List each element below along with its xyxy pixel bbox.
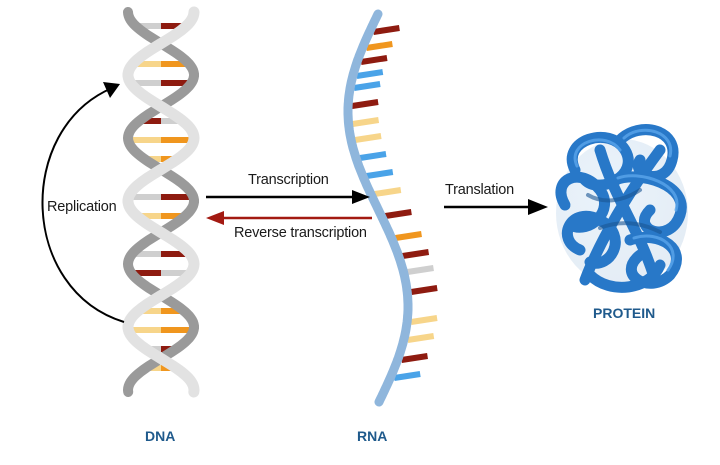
transcription-arrowhead [352,190,370,204]
dna-base [133,80,161,86]
dna-base [131,194,161,200]
dna-base [161,80,189,86]
replication-arrowhead [103,82,120,98]
dna-base [135,251,161,257]
rna-base [407,333,435,343]
dna-base [138,23,161,29]
rna-base [401,353,428,363]
dna-backbone-back [122,7,199,397]
dna-double-helix [122,6,200,398]
rna-base [360,55,388,65]
rna-base [352,117,380,127]
protein-label: PROTEIN [593,305,656,321]
rna-strand [343,9,438,407]
replication-label: Replication [47,199,117,215]
reverse-transcription-arrowhead [206,211,224,225]
rna-base [374,187,402,197]
protein-shading [586,188,662,234]
rna-base [372,25,400,35]
rna-base [365,41,393,51]
reverse-transcription-label: Reverse transcription [234,225,367,241]
dna-base [161,23,184,29]
rna-base [359,151,387,161]
dna-base [161,118,180,124]
dna-base [139,213,161,219]
rna-backbone [343,9,413,407]
rna-base [353,81,381,91]
dna-base [161,270,188,276]
dna-base [161,308,182,314]
rna-base [395,231,422,241]
transcription-label: Transcription [248,172,329,188]
dna-base [131,137,161,143]
rna-base [354,133,382,143]
rna-label: RNA [357,428,388,444]
rna-base [407,265,434,275]
dna-base [135,61,161,67]
rna-base [402,249,430,259]
dna-base [140,308,161,314]
dna-base [161,137,191,143]
dna-base [161,61,187,67]
rna-base [351,99,379,109]
dna-base [142,118,161,124]
dna-backbone-front [122,6,200,398]
rna-base [384,209,412,219]
rna-base [356,69,384,79]
dna-label: DNA [145,428,176,444]
translation-arrowhead [528,199,548,215]
dna-base [161,327,191,333]
rna-base [410,315,438,325]
rna-base [410,285,438,295]
dna-base [131,327,161,333]
replication-arrow [41,87,125,323]
dna-base [147,156,161,162]
translation-label: Translation [445,182,514,198]
protein-structure [555,124,688,293]
protein-highlights [573,128,679,272]
dna-base [134,270,161,276]
rna-base [366,169,394,179]
rna-base [393,371,421,381]
dna-base [161,194,191,200]
dna-base [161,251,187,257]
dna-base [161,213,183,219]
